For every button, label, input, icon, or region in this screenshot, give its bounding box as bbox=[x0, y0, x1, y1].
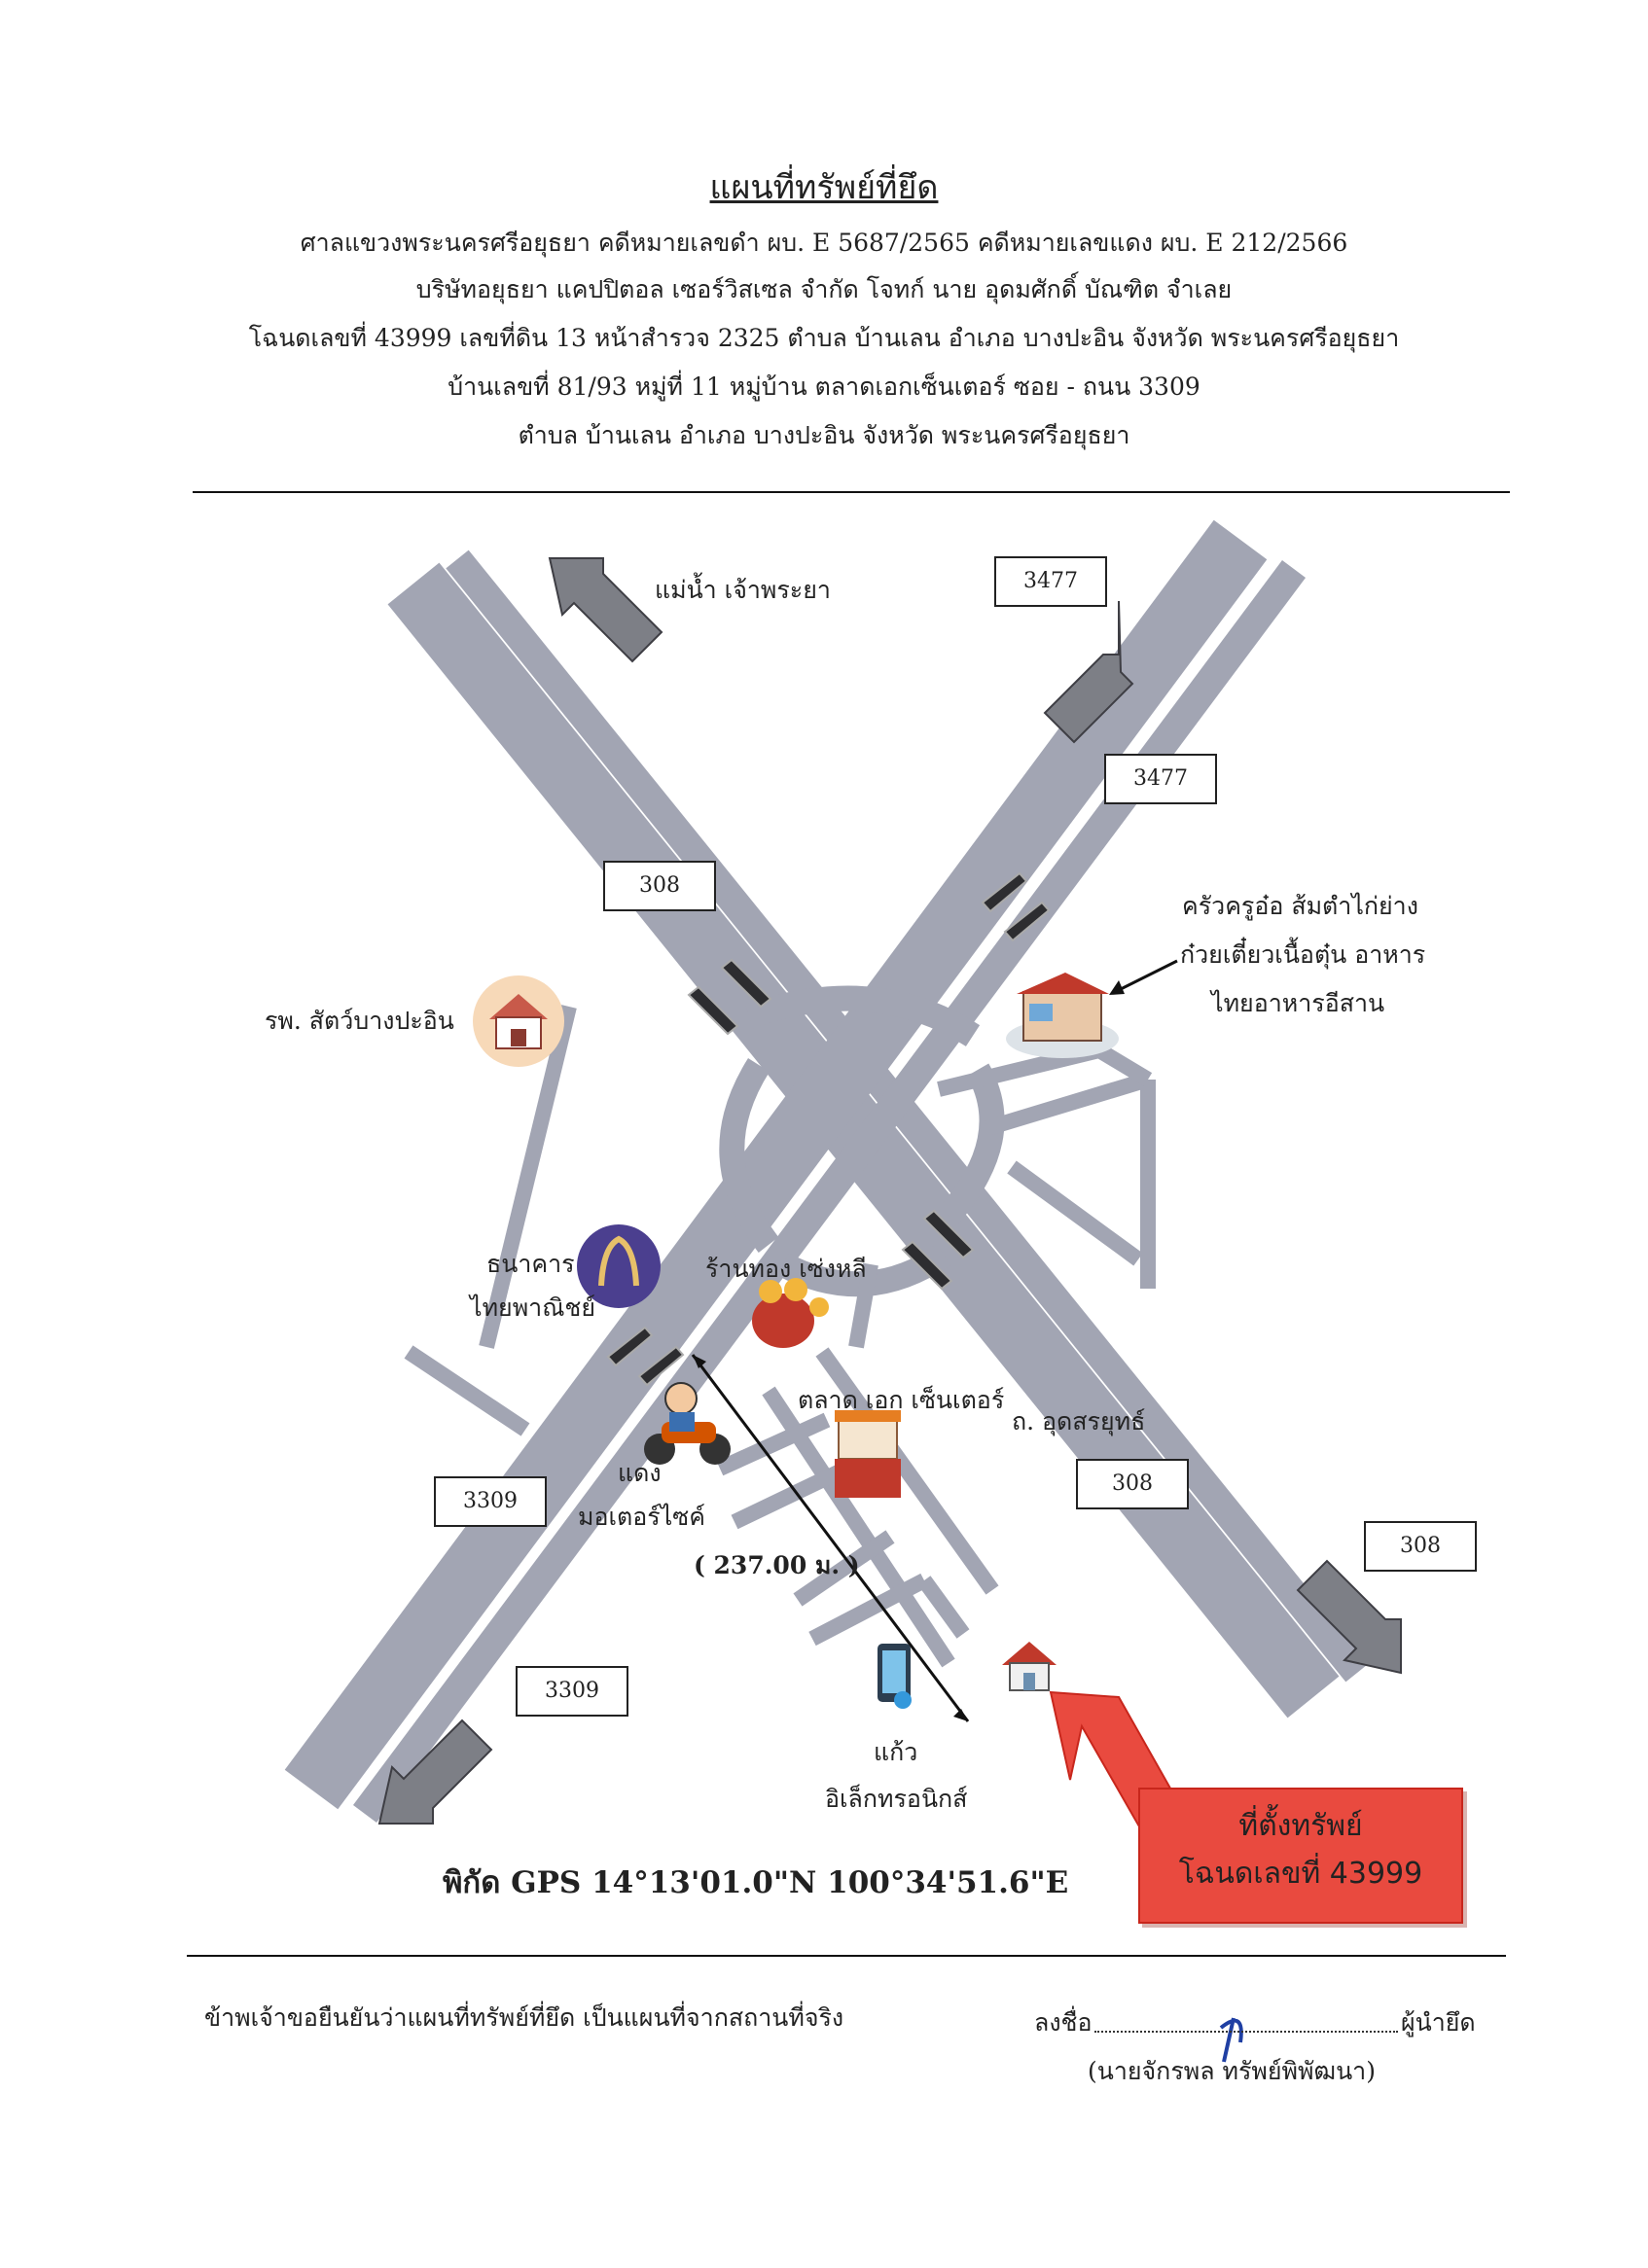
footer-divider bbox=[187, 1955, 1506, 1957]
bank-icon bbox=[577, 1224, 661, 1308]
road-box-3477-top: 3477 bbox=[994, 556, 1107, 607]
district-line: ตำบล บ้านเลน อำเภอ บางปะอิน จังหวัด พระน… bbox=[518, 421, 1130, 449]
arrow-3477-ne bbox=[1043, 600, 1134, 744]
gold-shop-icon bbox=[752, 1278, 829, 1348]
parties-line: บริษัทอยุธยา แคปปิตอล เซอร์วิสเซล จำกัด … bbox=[415, 275, 1233, 303]
bank-label-2: ไทยพาณิชย์ bbox=[470, 1293, 596, 1322]
page-title: แผนที่ทรัพย์ที่ยึด bbox=[709, 168, 939, 207]
road-3477-a bbox=[284, 519, 1268, 1810]
confirmation-statement: ข้าพเจ้าขอยืนยันว่าแผนที่ทรัพย์ที่ยึด เป… bbox=[204, 2003, 844, 2032]
road-box-3477-mid: 3477 bbox=[1104, 754, 1217, 804]
restaurant-label-3: ไทยอาหารอีสาน bbox=[1211, 989, 1385, 1017]
vet-hospital-icon bbox=[473, 975, 564, 1067]
arrow-308-se bbox=[1296, 1559, 1402, 1675]
property-label-deed: โฉนดเลขที่ 43999 bbox=[1178, 1857, 1423, 1891]
river-label: แม่น้ำ เจ้าพระยา bbox=[655, 576, 831, 604]
case-line: ศาลแขวงพระนครศรีอยุธยา คดีหมายเลขดำ ผบ. … bbox=[300, 229, 1348, 257]
road-box-3309-bottom: 3309 bbox=[516, 1666, 628, 1717]
motorcycle-label-1: แดง bbox=[618, 1459, 662, 1487]
road-box-308-top: 308 bbox=[603, 861, 716, 911]
deed-line: โฉนดเลขที่ 43999 เลขที่ดิน 13 หน้าสำรวจ … bbox=[248, 324, 1400, 352]
signature-prefix: ลงชื่อ bbox=[1034, 2008, 1093, 2037]
motorcycle-icon bbox=[644, 1382, 731, 1465]
bank-label-1: ธนาคาร bbox=[486, 1250, 575, 1278]
loop-north bbox=[744, 985, 981, 1046]
road-box-308-far: 308 bbox=[1364, 1521, 1477, 1572]
restaurant-label-1: ครัวครูอ๋อ ส้มตำไก่ย่าง bbox=[1182, 892, 1418, 920]
road-box-3309-left: 3309 bbox=[434, 1476, 547, 1527]
signature-mark bbox=[1219, 2017, 1243, 2063]
phone-shop-icon bbox=[878, 1644, 912, 1709]
distance-label: ( 237.00 ม. ) bbox=[694, 1551, 860, 1579]
market-label: ตลาด เอก เซ็นเตอร์ bbox=[798, 1386, 1005, 1414]
house-icon bbox=[1002, 1642, 1057, 1691]
road-box-308-right: 308 bbox=[1076, 1459, 1189, 1509]
property-label-title: ที่ตั้งทรัพย์ bbox=[1238, 1809, 1363, 1843]
restaurant-icon bbox=[1006, 973, 1119, 1058]
header-divider bbox=[193, 491, 1510, 493]
motorcycle-label-2: มอเตอร์ไซค์ bbox=[578, 1503, 705, 1531]
road-name-label: ถ. อุดสรยุทธ์ bbox=[1012, 1407, 1146, 1435]
market-icon bbox=[835, 1410, 901, 1498]
electronics-label-1: แก้ว bbox=[874, 1738, 918, 1766]
arrow-3309-sw bbox=[377, 1719, 493, 1825]
loop-east bbox=[939, 1063, 1005, 1224]
road-308-b bbox=[446, 549, 1369, 1683]
address-line: บ้านเลขที่ 81/93 หมู่ที่ 11 หมู่บ้าน ตลา… bbox=[448, 372, 1200, 401]
vet-hospital-label: รพ. สัตว์บางปะอิน bbox=[265, 1007, 454, 1035]
signature-suffix: ผู้นำยึด bbox=[1401, 2008, 1476, 2037]
restaurant-label-2: ก๋วยเตี๋ยวเนื้อตุ๋น อาหาร bbox=[1180, 940, 1426, 969]
property-label-box: ที่ตั้งทรัพย์ โฉนดเลขที่ 43999 bbox=[1138, 1788, 1463, 1924]
distance-line bbox=[691, 1354, 970, 1722]
loop-west bbox=[719, 1058, 779, 1253]
electronics-label-2: อิเล็กทรอนิกส์ bbox=[825, 1785, 968, 1813]
signature-line bbox=[1094, 2031, 1398, 2033]
signer-name: (นายจักรพล ทรัพย์พิพัฒนา) bbox=[1088, 2057, 1376, 2085]
gold-shop-label: ร้านทอง เซ่งหลี bbox=[705, 1255, 867, 1283]
gps-coordinates: พิกัด GPS 14°13'01.0"N 100°34'51.6"E bbox=[443, 1865, 1069, 1900]
arrow-river-nw bbox=[548, 557, 663, 663]
